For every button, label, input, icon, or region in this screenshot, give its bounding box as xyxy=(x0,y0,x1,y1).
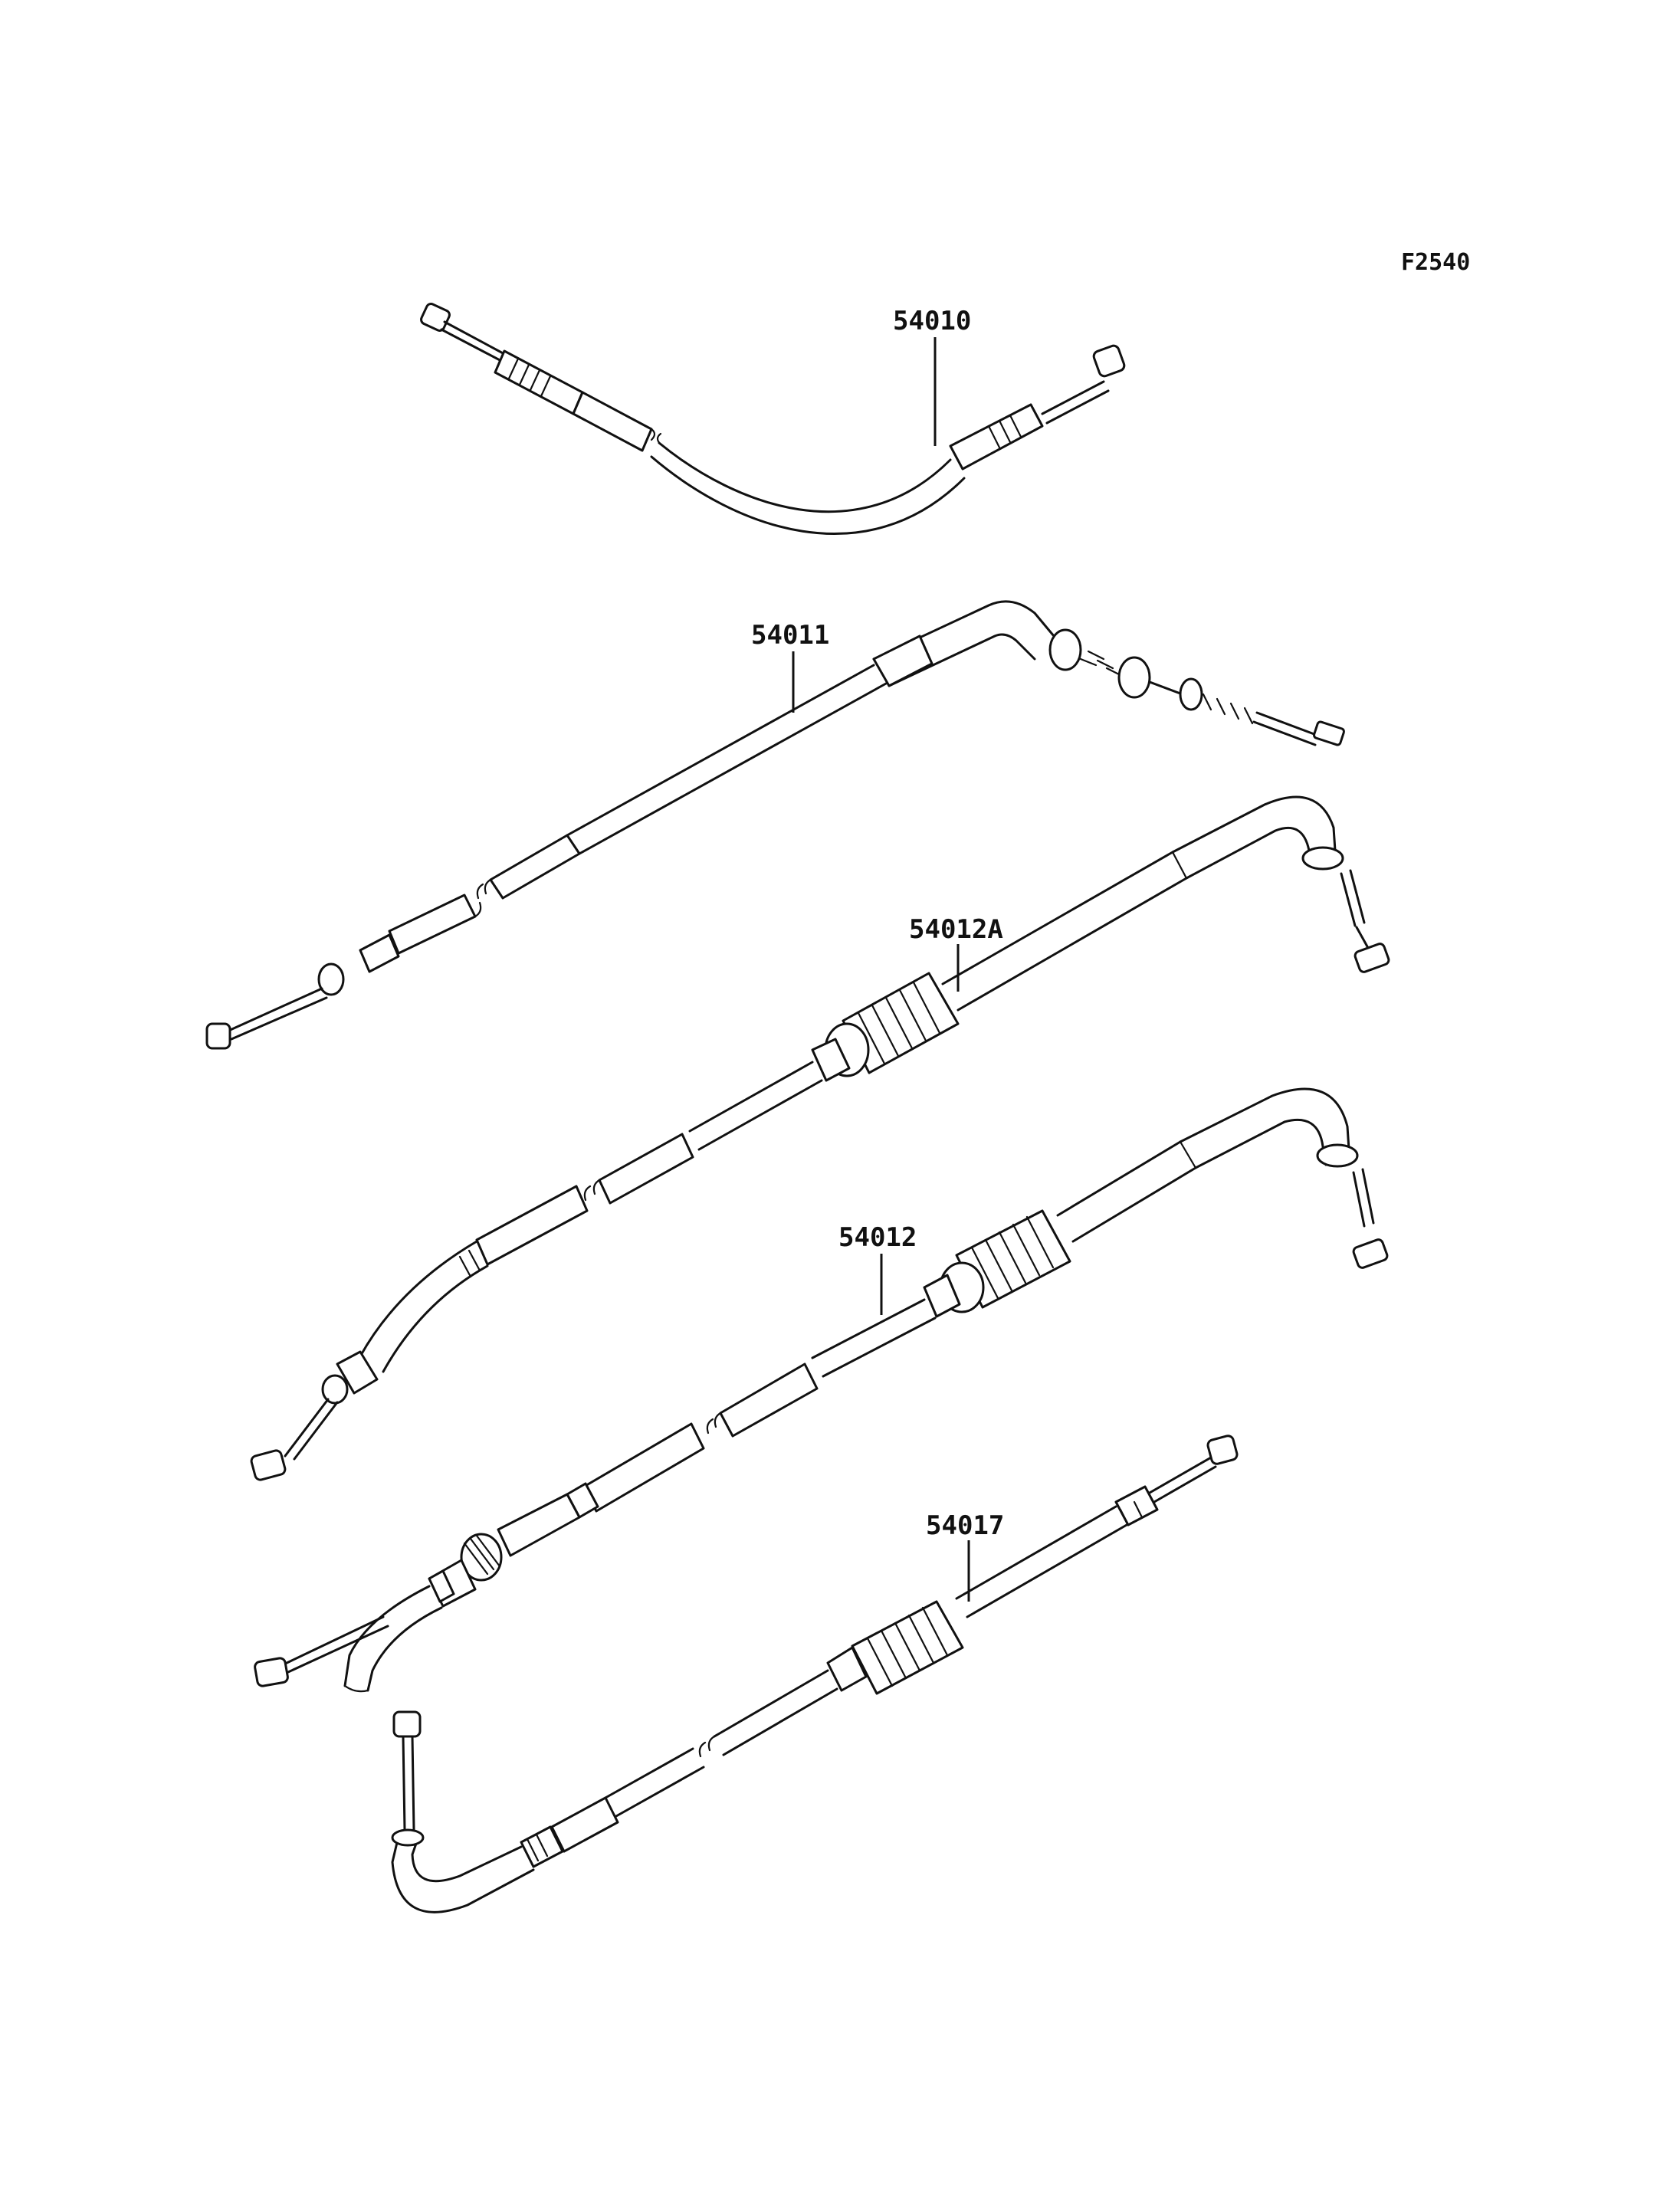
part-number-54011: 54011 xyxy=(751,620,829,651)
cable-54011: 54011 xyxy=(205,600,1345,1050)
part-number-54010: 54010 xyxy=(893,306,971,336)
part-number-54012A: 54012A xyxy=(909,914,1003,945)
cable-54012A: 54012A xyxy=(250,795,1390,1481)
cable-54010: 54010 xyxy=(420,303,1126,535)
part-number-54012: 54012 xyxy=(838,1222,917,1253)
part-number-54017: 54017 xyxy=(926,1510,1004,1541)
cable-54012: 54012 xyxy=(254,1087,1389,1693)
cable-54017: 54017 xyxy=(391,1435,1239,1913)
figure-code: F2540 xyxy=(1401,249,1470,276)
